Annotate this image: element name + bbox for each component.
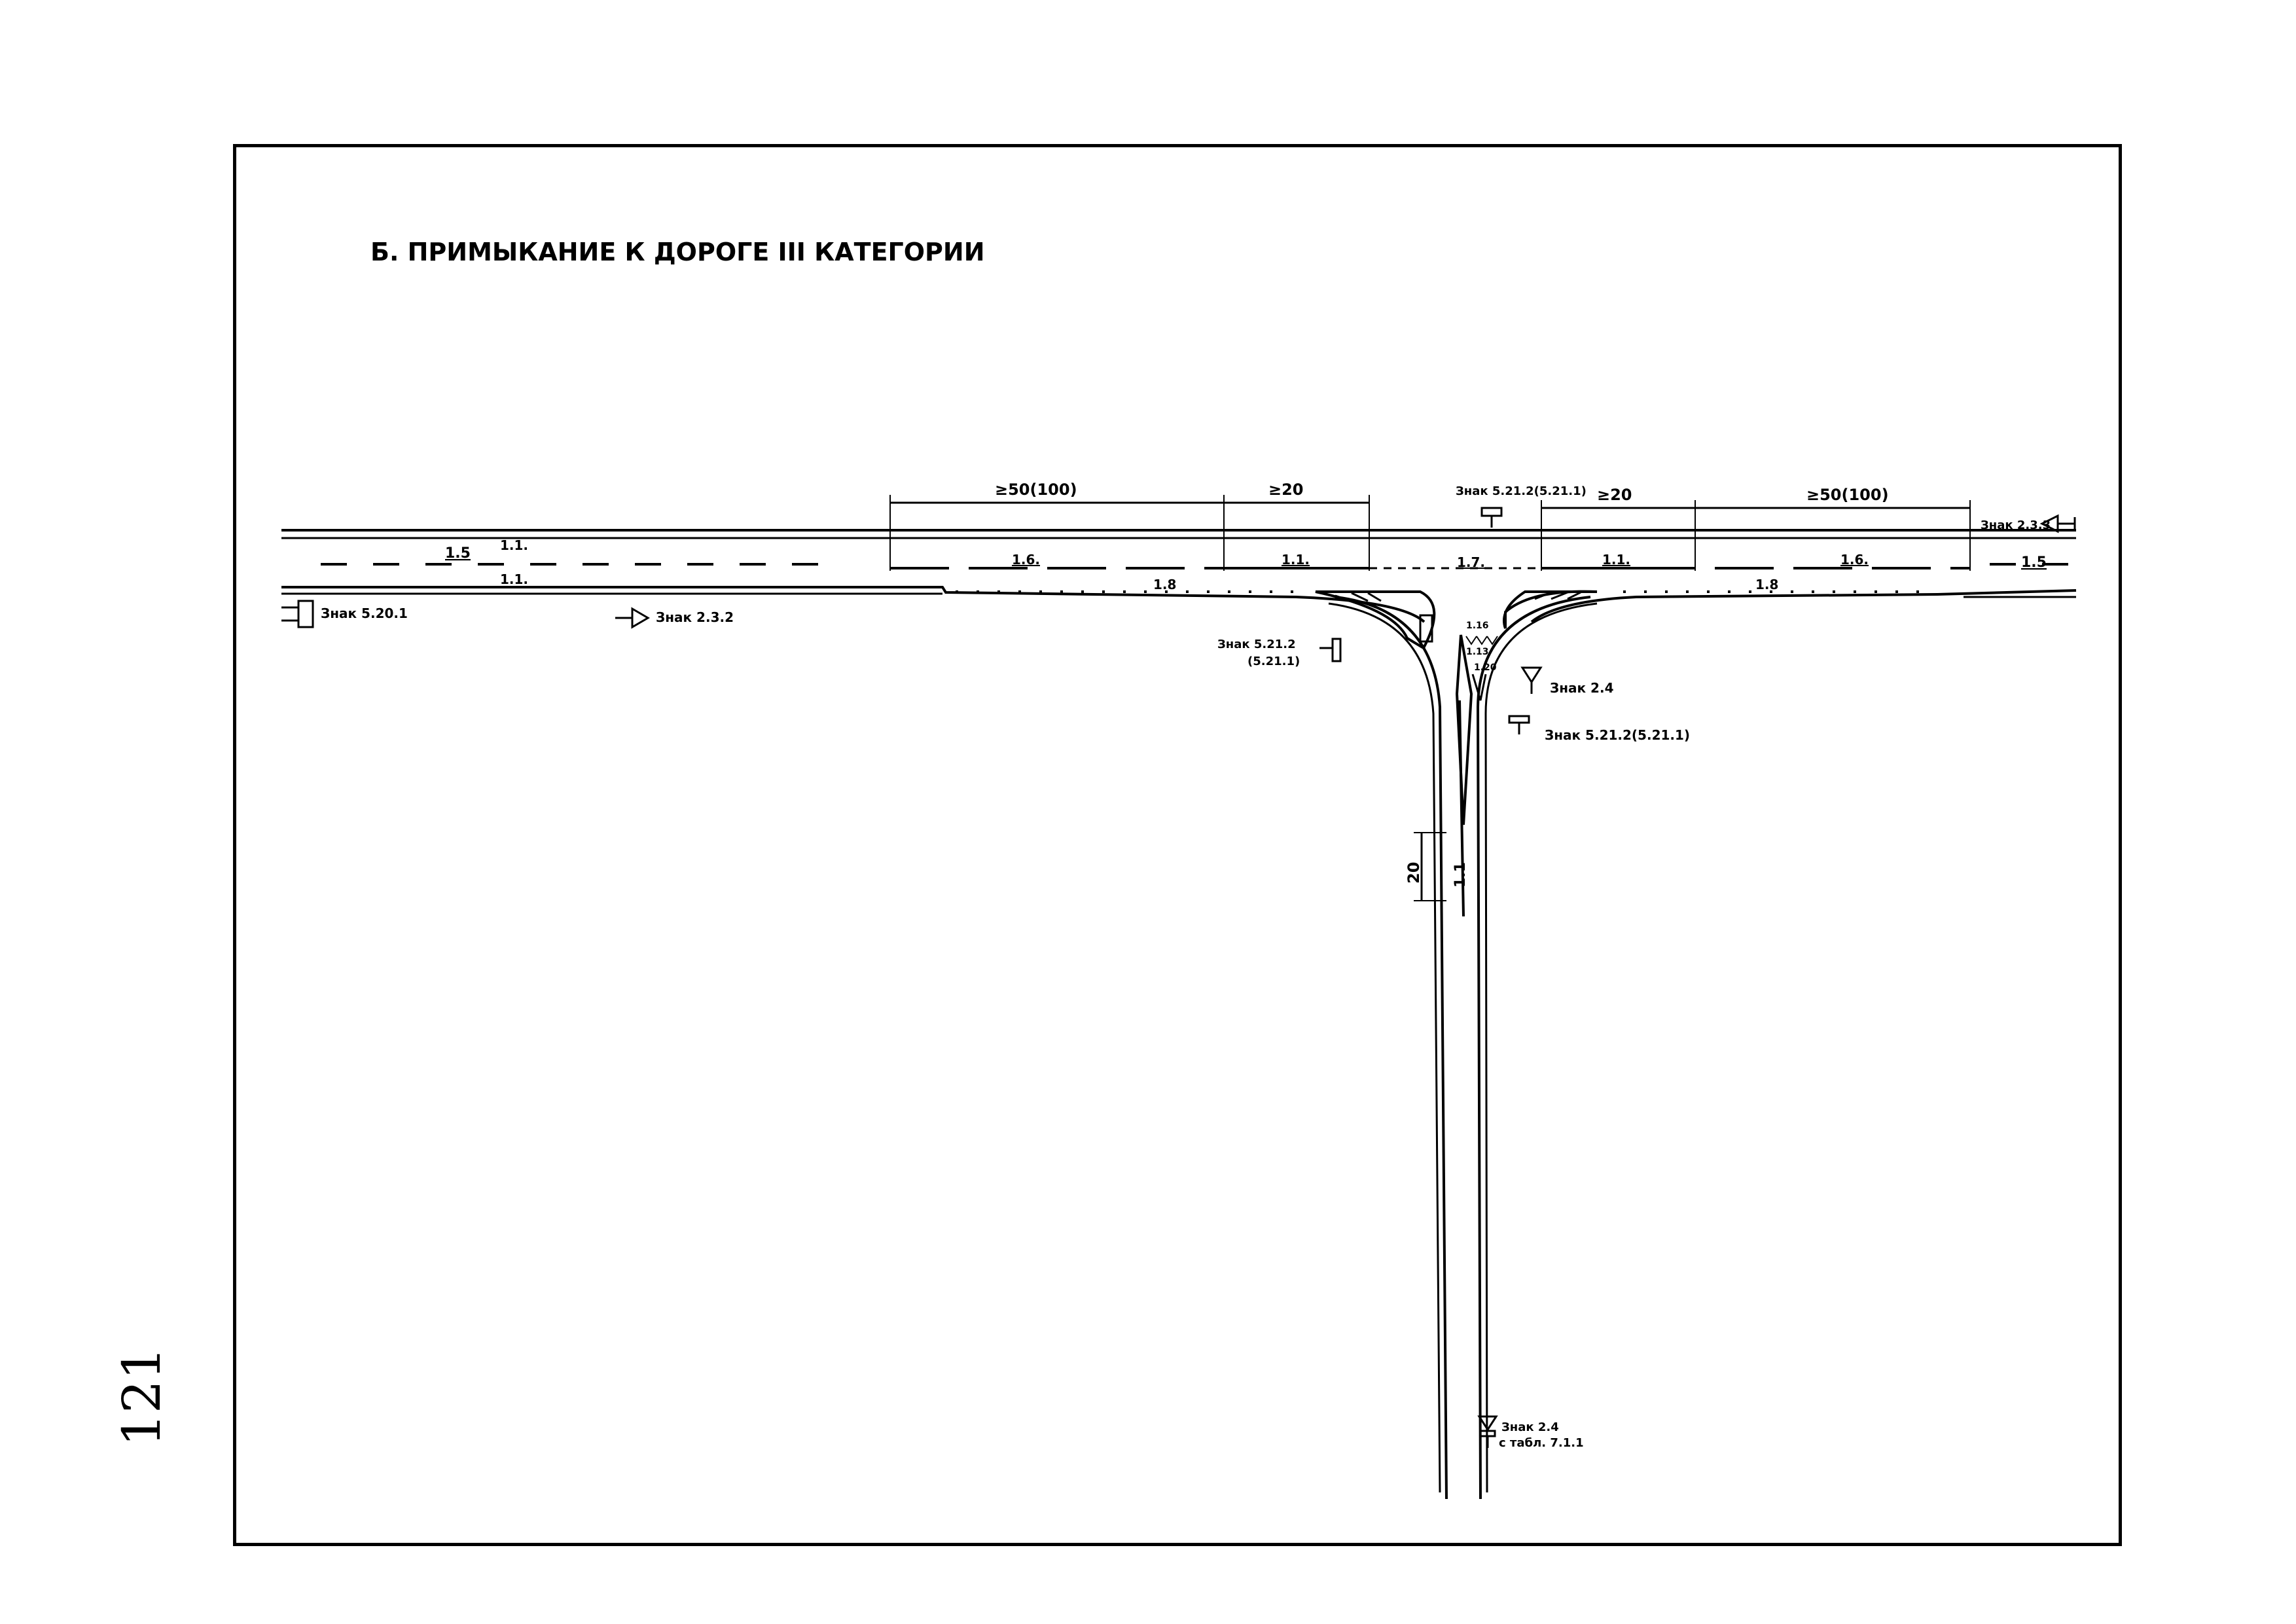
marking-1-20: 1.20: [1474, 662, 1497, 673]
side-road: [1315, 590, 1598, 1500]
island-hatch: [1419, 614, 1433, 643]
main-road: [281, 529, 2077, 623]
sign-5-21-2-left-icon: [1319, 638, 1342, 662]
sign-2-3-2-icon: [615, 607, 650, 629]
sign-5-21-2-left-label-a: Знак 5.21.2: [1217, 638, 1296, 651]
sign-5-20-1-icon: [281, 600, 314, 628]
marking-1-1-left-zone: 1.1.: [1282, 552, 1310, 568]
sign-5-21-2-top-icon: [1480, 507, 1503, 528]
sign-2-3-3-label: Знак 2.3.3: [1981, 518, 2051, 532]
marking-1-1-side: 1.1: [1452, 862, 1469, 888]
sign-2-4-bottom-label-b: с табл. 7.1.1: [1499, 1436, 1584, 1450]
dim-right-short: ≥20: [1597, 486, 1632, 504]
dim-left-short: ≥20: [1268, 480, 1304, 499]
marking-1-5-right: 1.5: [2021, 554, 2047, 571]
dimension-lines: [889, 495, 1971, 901]
drawing-frame: [233, 144, 2122, 1546]
marking-1-16: 1.16: [1466, 621, 1489, 631]
marking-1-1-right-zone: 1.1.: [1602, 552, 1630, 568]
sign-2-3-3-icon: [2039, 514, 2076, 533]
marking-1-5-left: 1.5: [445, 545, 471, 562]
page-number: 121: [111, 1346, 172, 1447]
sign-5-21-2-right-label: Знак 5.21.2(5.21.1): [1545, 727, 1690, 743]
dim-left-long: ≥50(100): [995, 480, 1077, 499]
marking-1-8-right: 1.8: [1755, 577, 1778, 592]
sign-2-4-icon: [1520, 666, 1543, 694]
sign-2-4-bottom-label-a: Знак 2.4: [1501, 1420, 1559, 1434]
marking-1-1-bottom: 1.1.: [500, 571, 528, 587]
sign-5-21-2-top-label: Знак 5.21.2(5.21.1): [1456, 484, 1587, 498]
marking-1-6-left: 1.6.: [1012, 552, 1040, 568]
dim-side-road: 20: [1405, 862, 1423, 884]
sign-2-4-label: Знак 2.4: [1550, 680, 1614, 696]
sign-2-4-bottom-icon: [1477, 1415, 1498, 1448]
sign-5-21-2-right-icon: [1508, 715, 1530, 734]
dim-right-long: ≥50(100): [1806, 486, 1889, 504]
diagram-title: Б. ПРИМЫКАНИЕ К ДОРОГЕ III КАТЕГОРИИ: [370, 238, 985, 266]
marking-1-8-left: 1.8: [1153, 577, 1176, 592]
marking-1-6-right: 1.6.: [1840, 552, 1869, 568]
sign-5-20-1-label: Знак 5.20.1: [321, 605, 408, 621]
marking-1-7: 1.7.: [1457, 554, 1485, 570]
sign-5-21-2-left-label-b: (5.21.1): [1247, 655, 1300, 668]
marking-1-13: 1.13: [1466, 647, 1489, 657]
sign-2-3-2-label: Знак 2.3.2: [656, 609, 734, 625]
marking-1-1-top: 1.1.: [500, 537, 528, 553]
